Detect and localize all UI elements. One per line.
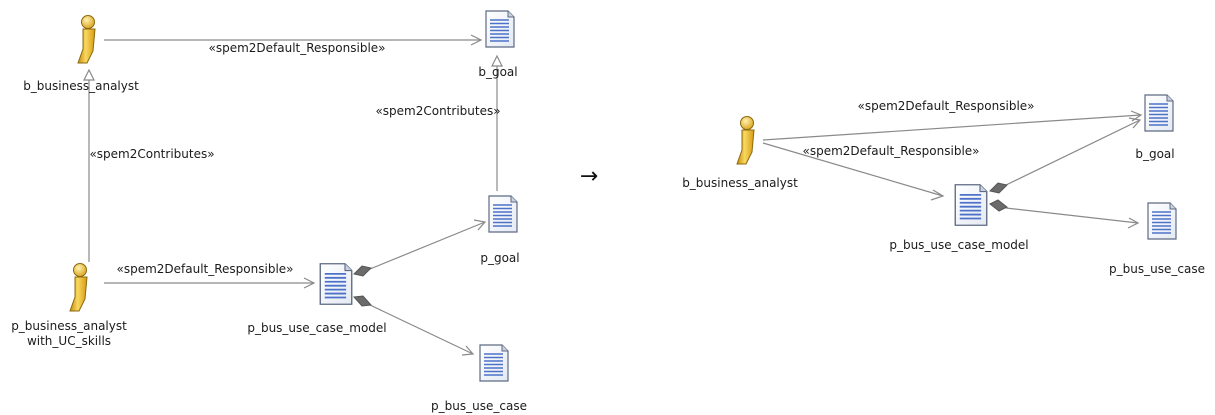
relation-label: «spem2Contributes» xyxy=(375,104,500,118)
composition-model-usecase xyxy=(352,295,475,356)
relation-label: «spem2Default_Responsible» xyxy=(802,144,979,158)
node-label: p_bus_use_case_model xyxy=(247,321,386,335)
relation-label: «spem2Default_Responsible» xyxy=(208,41,385,55)
artifact-b-goal[interactable]: b_goal xyxy=(478,10,518,79)
composition-model-usecase xyxy=(989,199,1140,229)
artifact-p-bus-use-case-model[interactable]: p_bus_use_case_model xyxy=(247,262,387,335)
node-label: b_business_analyst xyxy=(23,79,139,93)
relation-label: «spem2Default_Responsible» xyxy=(857,99,1034,113)
node-label: p_goal xyxy=(480,251,519,265)
node-label: b_goal xyxy=(1135,147,1174,161)
transformation-arrow-icon: → xyxy=(580,164,598,189)
before-diagram: «spem2Default_Responsible» «spem2Contrib… xyxy=(11,10,527,413)
artifact-p-bus-use-case[interactable]: p_bus_use_case xyxy=(1109,202,1205,276)
relation-label: «spem2Default_Responsible» xyxy=(116,262,293,276)
composition-model-bgoal xyxy=(989,117,1142,194)
composition-model-goal xyxy=(353,219,487,277)
node-label: p_bus_use_case xyxy=(431,399,527,413)
role-b-business-analyst[interactable]: b_business_analyst xyxy=(682,116,798,191)
node-label: b_goal xyxy=(478,65,517,79)
artifact-p-bus-use-case[interactable]: p_bus_use_case xyxy=(431,344,527,413)
role-p-business-analyst[interactable]: p_business_analyst with_UC_skills xyxy=(11,263,127,349)
relation-responsible-goal: «spem2Default_Responsible» xyxy=(762,99,1143,141)
node-label-line2: with_UC_skills xyxy=(27,334,111,348)
node-label-line1: p_business_analyst xyxy=(11,319,127,333)
artifact-p-goal[interactable]: p_goal xyxy=(480,195,520,265)
relation-goal-contributes: «spem2Contributes» xyxy=(375,54,503,191)
artifact-p-bus-use-case-model[interactable]: p_bus_use_case_model xyxy=(889,183,1029,252)
node-label: p_bus_use_case xyxy=(1109,262,1205,276)
after-diagram: «spem2Default_Responsible» «spem2Default… xyxy=(682,94,1205,276)
relation-b-responsible: «spem2Default_Responsible» xyxy=(104,34,483,55)
role-b-business-analyst[interactable]: b_business_analyst xyxy=(23,15,139,94)
relation-p-responsible: «spem2Default_Responsible» xyxy=(104,262,316,289)
relation-responsible-model: «spem2Default_Responsible» xyxy=(762,142,980,201)
relation-analyst-contributes: «spem2Contributes» xyxy=(83,68,215,262)
node-label: p_bus_use_case_model xyxy=(889,238,1028,252)
node-label: b_business_analyst xyxy=(682,176,798,190)
relation-label: «spem2Contributes» xyxy=(89,147,214,161)
artifact-b-goal[interactable]: b_goal xyxy=(1135,94,1175,161)
